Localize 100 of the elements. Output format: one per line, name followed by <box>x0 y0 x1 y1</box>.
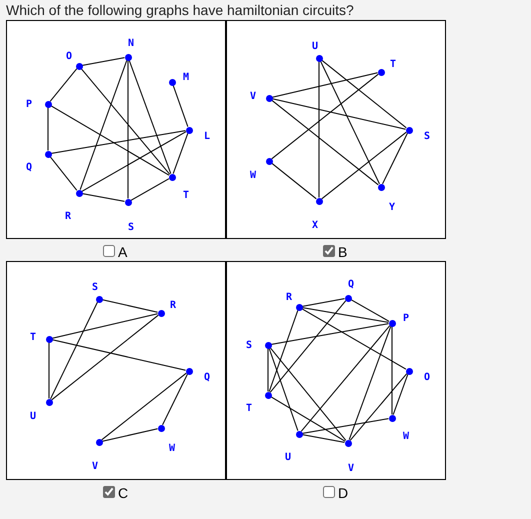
graph-edge <box>392 374 408 416</box>
vertex-dot <box>124 198 132 206</box>
vertex-label: V <box>250 92 256 102</box>
graph-edge <box>302 418 390 434</box>
vertex-dot <box>378 68 384 76</box>
vertex-dot <box>158 424 164 432</box>
vertex-label: U <box>30 412 36 422</box>
graph-panel <box>6 20 226 239</box>
vertex-label: P <box>26 100 32 110</box>
vertex-dot <box>378 184 384 190</box>
graph-edge <box>80 60 128 190</box>
graph-edge <box>321 132 407 200</box>
graph-edge <box>50 130 186 154</box>
graph-edge <box>82 193 126 202</box>
vertex-label: M <box>182 73 190 83</box>
vertex-label: S <box>128 223 134 233</box>
graph-edge <box>102 428 158 442</box>
vertex-dot <box>344 294 352 302</box>
vertex-dot <box>76 62 82 70</box>
graph-edge <box>52 313 158 339</box>
vertex-label: L <box>204 132 210 142</box>
vertex-label: S <box>92 283 98 293</box>
graph-edge <box>270 323 390 345</box>
vertex-dot <box>296 430 302 438</box>
vertex-label: Q <box>348 280 354 290</box>
vertex-label: S <box>424 132 430 142</box>
vertex-label: T <box>246 404 252 414</box>
graph-edge <box>50 68 78 102</box>
graph-edge <box>102 299 158 313</box>
vertex-label: W <box>402 432 410 442</box>
graph-edge <box>130 178 170 201</box>
vertex-dot <box>266 94 272 102</box>
vertex-dot <box>264 392 272 398</box>
vertex-dot <box>388 320 396 326</box>
vertex-label: W <box>168 444 176 454</box>
vertex-dot <box>344 440 352 446</box>
vertex-dot <box>296 304 302 310</box>
vertex-label: R <box>64 212 72 222</box>
option-label: C <box>118 486 128 500</box>
graph-edge <box>321 60 407 128</box>
vertex-dot <box>96 438 102 446</box>
vertex-dot <box>124 54 132 60</box>
graph-edge <box>302 308 406 370</box>
vertex-label: T <box>30 333 36 343</box>
graph-edge <box>80 68 170 175</box>
vertex-label: N <box>128 39 134 49</box>
vertex-label: P <box>402 314 410 324</box>
vertex-label: U <box>284 453 292 463</box>
graph-edge <box>101 372 187 440</box>
vertex-dot <box>316 198 322 204</box>
vertex-dot <box>316 54 322 62</box>
vertex-dot <box>186 368 192 374</box>
graph-edge <box>302 307 390 323</box>
graph-edge <box>50 105 170 176</box>
graph-edge <box>268 348 298 432</box>
graph-edge <box>82 131 186 192</box>
graph-edge <box>162 374 188 426</box>
graph-panel <box>6 261 226 480</box>
vertex-label: O <box>66 52 72 62</box>
vertex-dot <box>46 398 52 406</box>
graph-edge <box>270 347 346 441</box>
graph-edge <box>128 60 172 174</box>
vertex-label: S <box>246 341 252 351</box>
graph-edge <box>50 156 78 191</box>
graph-edge <box>51 314 159 400</box>
graph-edge <box>270 396 346 442</box>
vertex-label: W <box>250 171 256 181</box>
graph-edge <box>318 61 320 198</box>
option-label: B <box>338 245 348 259</box>
vertex-label: V <box>348 464 354 474</box>
graph-edge <box>348 326 392 440</box>
vertex-dot <box>46 336 52 342</box>
vertex-dot <box>76 190 82 196</box>
graph-edge <box>382 132 408 184</box>
graph-edge <box>271 100 379 186</box>
option-label: D <box>338 486 348 500</box>
vertex-dot <box>44 150 52 158</box>
graph-edge <box>320 60 380 184</box>
graph-edge <box>52 339 186 371</box>
graph-edge <box>271 162 317 200</box>
vertex-label: O <box>424 373 430 383</box>
vertex-label: R <box>286 293 292 303</box>
vertex-label: U <box>312 42 318 52</box>
graph-edge <box>50 302 98 400</box>
vertex-dot <box>406 126 412 134</box>
graph-panel <box>226 261 446 480</box>
vertex-dot <box>158 310 164 316</box>
vertex-dot <box>168 174 176 180</box>
graph-edge <box>271 74 379 160</box>
vertex-label: V <box>92 462 98 472</box>
vertex-dot <box>186 126 192 134</box>
vertex-label: T <box>182 191 190 201</box>
graph-edge <box>350 373 408 441</box>
graph-edge <box>302 298 346 307</box>
graph-edge <box>270 300 346 393</box>
graph-edge <box>268 310 298 392</box>
graph-edge <box>302 434 346 443</box>
vertex-label: Y <box>388 203 396 213</box>
vertex-label: X <box>312 221 318 231</box>
vertex-dot <box>266 158 272 164</box>
